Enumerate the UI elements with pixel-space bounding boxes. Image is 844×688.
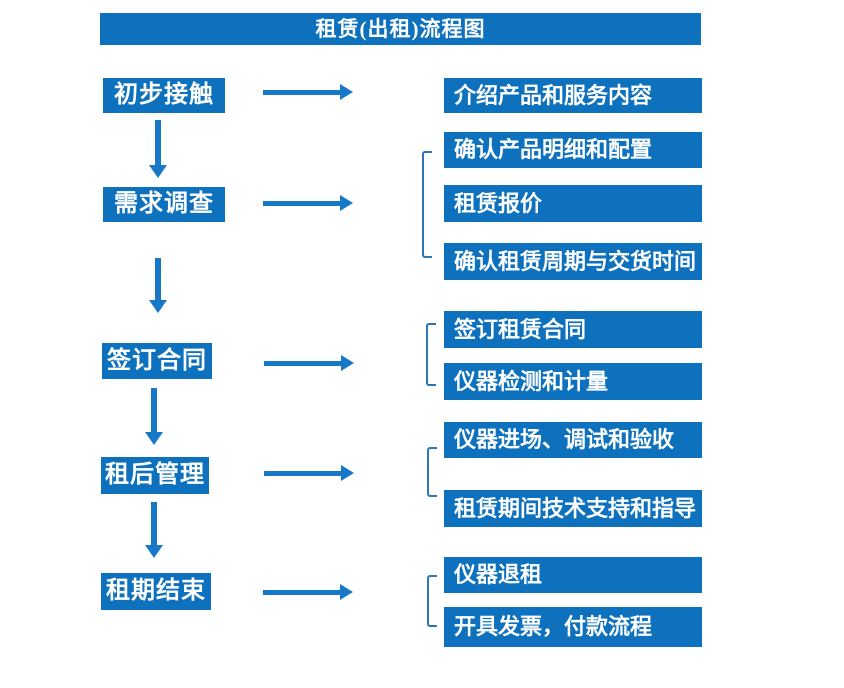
detail-box-confirm-product-config: 确认产品明细和配置 xyxy=(444,132,702,168)
arrow-head xyxy=(340,584,353,600)
arrow-right-icon xyxy=(264,465,354,481)
bracket-connector xyxy=(422,151,432,258)
arrow-down-icon xyxy=(145,388,163,445)
arrow-head xyxy=(340,84,353,100)
arrow-head xyxy=(145,432,163,445)
arrow-shaft xyxy=(155,120,161,165)
arrow-shaft xyxy=(151,502,157,545)
detail-box-instrument-setup-acceptance: 仪器进场、调试和验收 xyxy=(444,422,702,458)
arrow-head xyxy=(145,545,163,558)
detail-box-introduce-products: 介绍产品和服务内容 xyxy=(444,78,702,113)
step-box-post-rental-management: 租后管理 xyxy=(101,457,209,494)
page-title: 租赁(出租)流程图 xyxy=(100,13,701,45)
detail-box-sign-rental-contract: 签订租赁合同 xyxy=(444,311,702,348)
step-box-rental-end: 租期结束 xyxy=(101,573,211,610)
arrow-right-icon xyxy=(263,584,353,600)
arrow-down-icon xyxy=(145,502,163,558)
arrow-shaft xyxy=(263,90,341,95)
detail-box-instrument-testing: 仪器检测和计量 xyxy=(444,363,702,400)
bracket-connector xyxy=(427,575,437,627)
arrow-head xyxy=(340,195,353,211)
arrow-down-icon xyxy=(149,120,167,178)
arrow-right-icon xyxy=(264,355,354,371)
detail-box-instrument-return: 仪器退租 xyxy=(444,557,702,593)
step-box-sign-contract: 签订合同 xyxy=(102,343,212,379)
arrow-head xyxy=(149,300,167,313)
detail-box-rental-quotation: 租赁报价 xyxy=(444,185,702,222)
arrow-shaft xyxy=(263,590,341,595)
step-box-demand-survey: 需求调查 xyxy=(103,187,225,222)
arrow-head xyxy=(341,465,354,481)
arrow-shaft xyxy=(264,361,342,366)
step-box-initial-contact: 初步接触 xyxy=(103,78,225,113)
arrow-right-icon xyxy=(263,84,353,100)
arrow-head xyxy=(149,165,167,178)
arrow-down-icon xyxy=(149,258,167,313)
arrow-right-icon xyxy=(263,195,353,211)
bracket-connector xyxy=(426,323,436,386)
arrow-shaft xyxy=(264,471,342,476)
arrow-shaft xyxy=(155,258,161,300)
arrow-shaft xyxy=(263,201,341,206)
detail-box-technical-support: 租赁期间技术支持和指导 xyxy=(444,490,702,527)
arrow-shaft xyxy=(151,388,157,432)
detail-box-invoice-payment: 开具发票，付款流程 xyxy=(444,607,702,647)
bracket-connector xyxy=(427,447,437,497)
detail-box-confirm-period-delivery: 确认租赁周期与交货时间 xyxy=(444,243,702,280)
arrow-head xyxy=(341,355,354,371)
